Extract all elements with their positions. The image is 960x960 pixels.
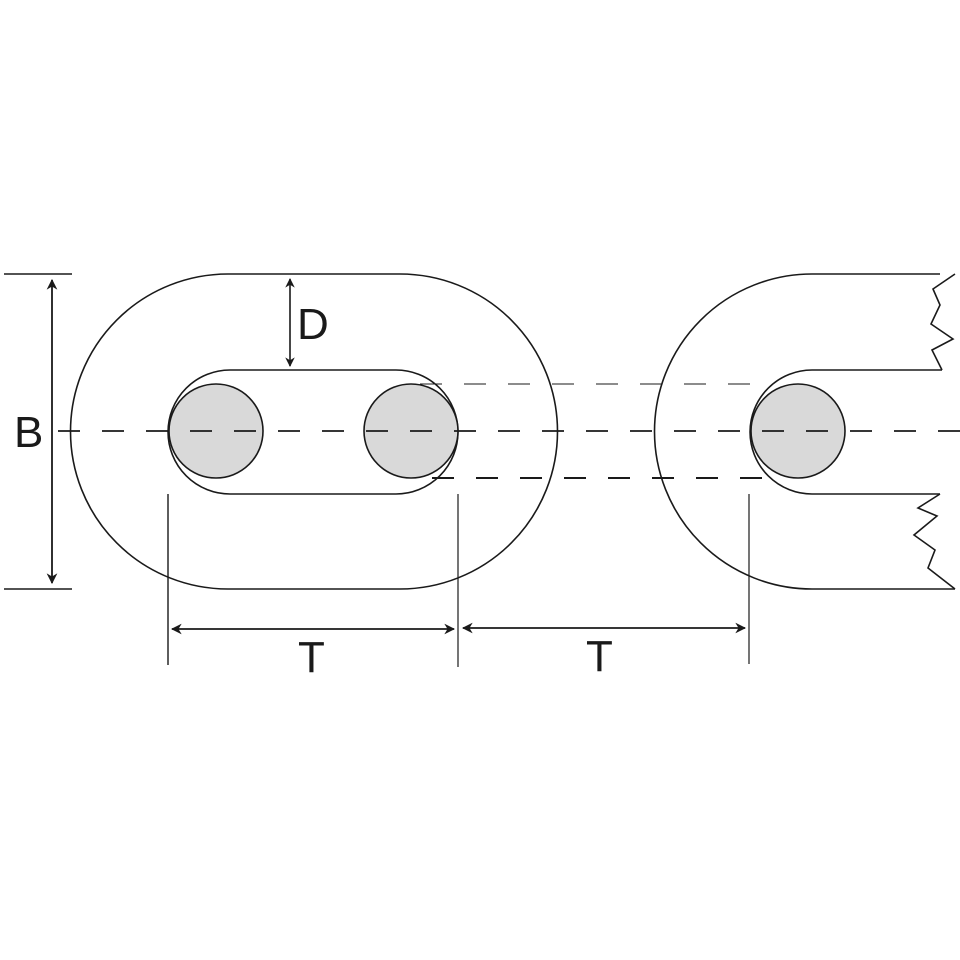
pin-circle xyxy=(750,383,846,479)
label-t-right: T xyxy=(586,632,613,681)
left-link-slot xyxy=(167,369,459,495)
break-line-bottom xyxy=(912,493,956,590)
label-b: B xyxy=(14,408,43,457)
label-d: D xyxy=(297,300,329,349)
break-line-top xyxy=(929,273,956,371)
label-t-left: T xyxy=(298,633,325,682)
right-link-outer xyxy=(653,273,955,590)
right-link-slot xyxy=(749,369,942,495)
pin-circle xyxy=(168,383,264,479)
left-link-outer xyxy=(69,273,559,590)
